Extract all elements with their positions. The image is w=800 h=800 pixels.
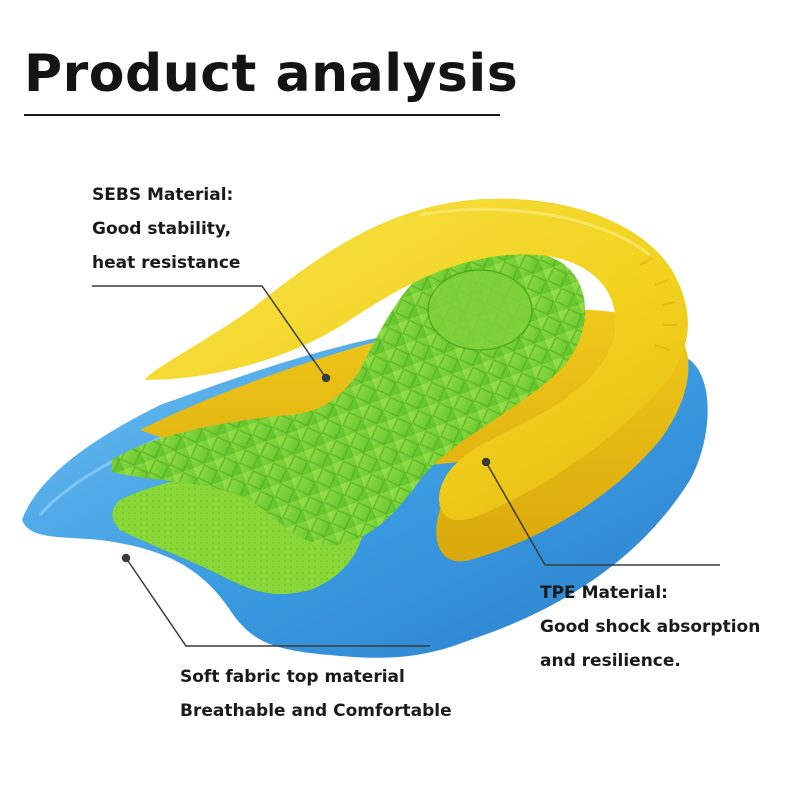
fabric-leader-line [125, 557, 430, 647]
fabric-line-1: Soft fabric top material [180, 667, 405, 687]
tpe-line-1: Good shock absorption [540, 617, 761, 637]
sebs-heading: SEBS Material: [92, 185, 234, 205]
tpe-callout: TPE Material: Good shock absorption and … [540, 576, 760, 678]
fabric-callout: Soft fabric top material Breathable and … [180, 660, 452, 728]
yellow-u-heel-cushion [145, 198, 688, 521]
sebs-callout: SEBS Material: Good stability, heat resi… [92, 178, 240, 280]
page-title: Product analysis [24, 44, 519, 104]
sebs-leader-line [92, 285, 327, 379]
title-underline [24, 114, 500, 116]
fabric-line-2: Breathable and Comfortable [180, 701, 452, 721]
tpe-line-2: and resilience. [540, 651, 681, 671]
sebs-line-2: heat resistance [92, 253, 241, 273]
heel-cup-circle [427, 269, 533, 351]
tpe-leader-line [485, 461, 720, 566]
tpe-heading: TPE Material: [540, 583, 668, 603]
sebs-line-1: Good stability, [92, 219, 232, 239]
leader-lines [92, 285, 720, 647]
